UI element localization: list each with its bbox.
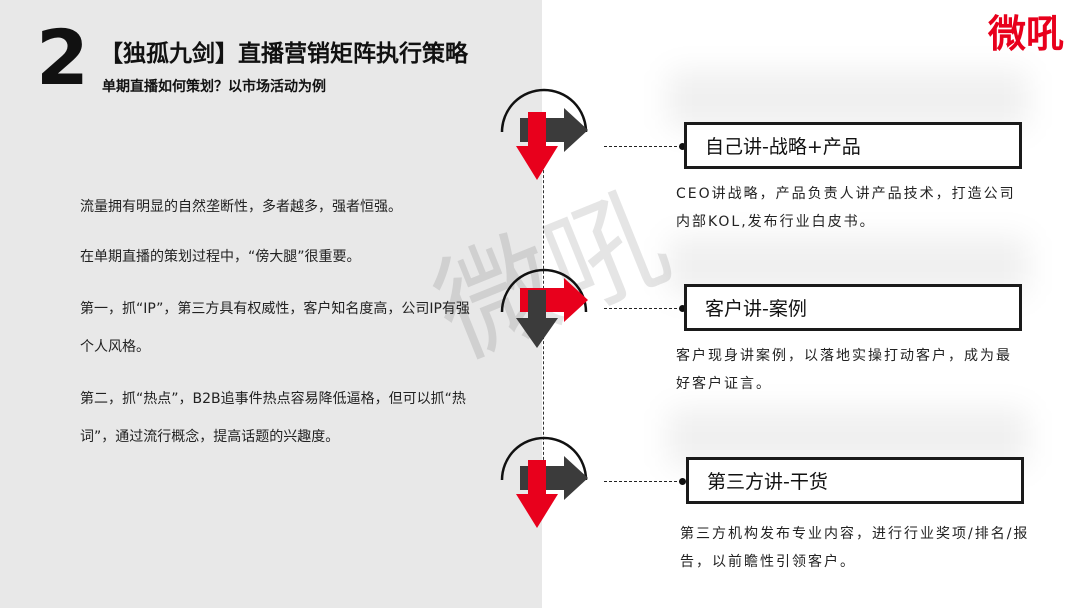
page-title: 【独孤九剑】直播营销矩阵执行策略	[100, 41, 468, 67]
connector-dot-3	[679, 478, 686, 485]
item-description-2: 客户现身讲案例，以落地实操打动客户，成为最好客户证言。	[676, 348, 1012, 392]
left-panel	[0, 0, 542, 608]
item-label-2: 客户讲-案例	[705, 298, 807, 320]
arrow-node-1	[494, 84, 594, 184]
arrow-icon	[500, 88, 588, 180]
connector-dot-1	[679, 143, 686, 150]
paragraph-3: 第一，抓“IP”，第三方具有权威性，客户知名度高，公司IP有强个人风格。	[80, 301, 470, 355]
item-box-3: 第三方讲-干货	[686, 457, 1024, 504]
item-description-3: 第三方机构发布专业内容，进行行业奖项/排名/报告，以前瞻性引领客户。	[680, 526, 1030, 570]
item-box-1: 自己讲-战略+产品	[684, 122, 1022, 169]
arrow-node-3	[494, 432, 594, 532]
connector-3	[604, 481, 682, 482]
arrow-icon	[500, 268, 588, 348]
paragraph-1: 流量拥有明显的自然垄断性，多者越多，强者恒强。	[80, 199, 402, 215]
connector-2	[604, 308, 682, 309]
item-description-1: CEO讲战略，产品负责人讲产品技术，打造公司内部KOL,发布行业白皮书。	[676, 186, 1016, 230]
svg-text:微吼: 微吼	[987, 12, 1064, 56]
connector-1	[604, 146, 682, 147]
brand-logo: 微吼	[980, 6, 1072, 58]
box-shadow-1	[668, 70, 1028, 130]
section-number: 2	[36, 13, 89, 102]
paragraph-2: 在单期直播的策划过程中，“傍大腿”很重要。	[80, 249, 361, 265]
item-label-1: 自己讲-战略+产品	[705, 136, 861, 158]
paragraph-4: 第二，抓“热点”，B2B追事件热点容易降低逼格，但可以抓“热词”，通过流行概念，…	[80, 391, 466, 445]
connector-dot-2	[679, 305, 686, 312]
arrow-icon	[500, 436, 588, 528]
page-subtitle: 单期直播如何策划？以市场活动为例	[102, 79, 326, 95]
item-label-3: 第三方讲-干货	[707, 471, 828, 493]
item-box-2: 客户讲-案例	[684, 284, 1022, 331]
arrow-node-2	[494, 262, 594, 362]
